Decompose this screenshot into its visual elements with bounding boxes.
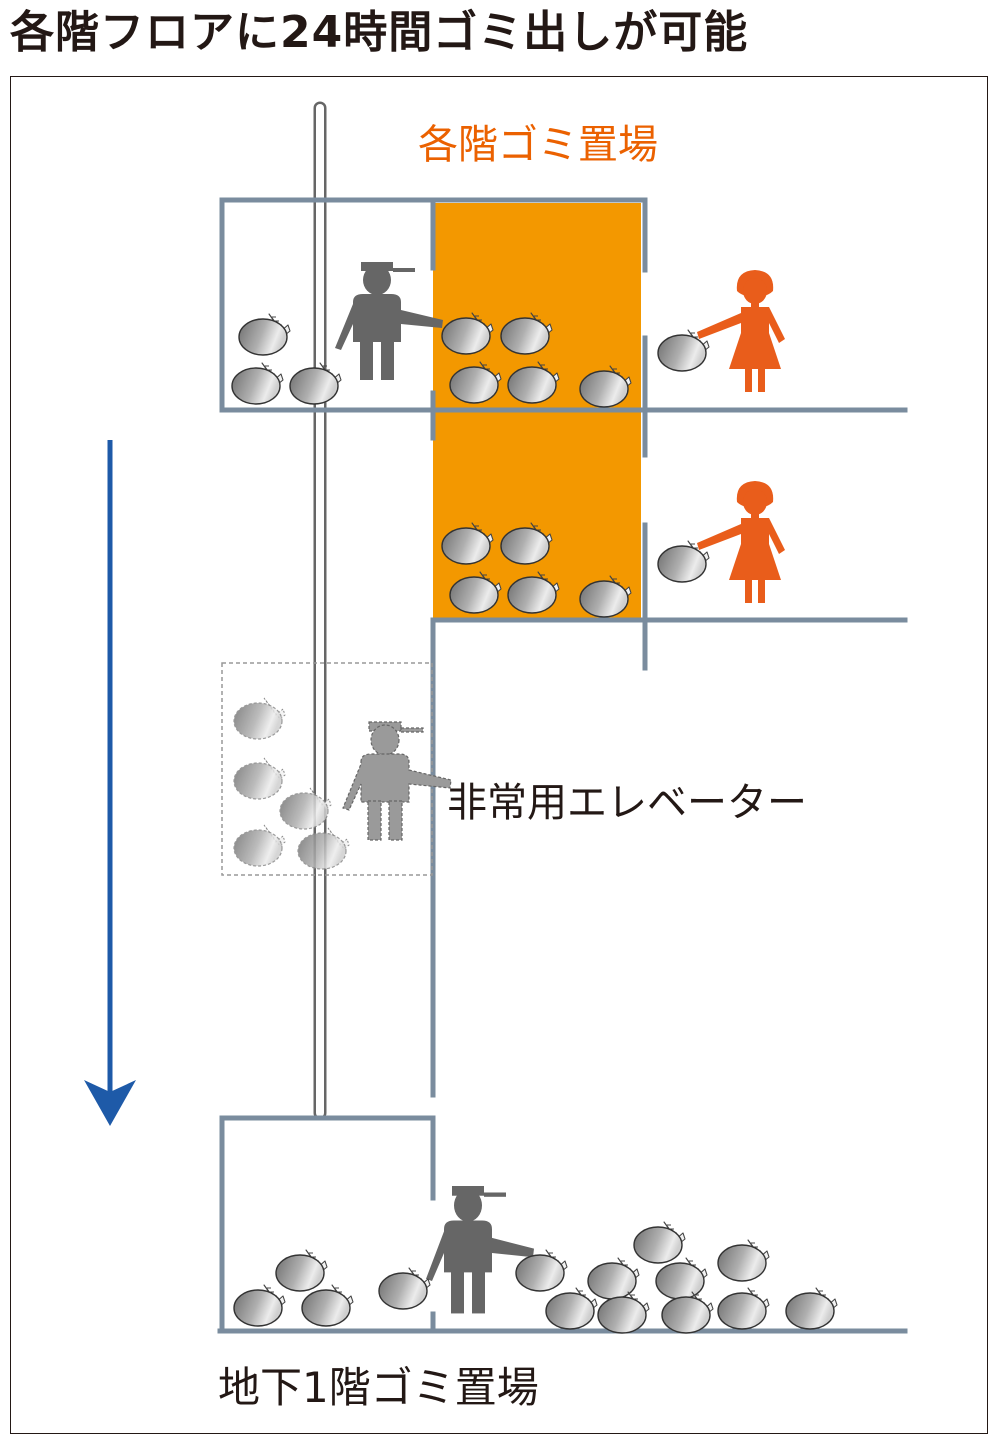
down-arrow-icon (84, 440, 136, 1126)
basement-walls (217, 1115, 908, 1334)
resident-figure-icon (697, 270, 785, 392)
elevator-label: 非常用エレベーター (447, 780, 807, 826)
page-title: 各階フロアに24時間ゴミ出しが可能 (10, 7, 749, 58)
resident-figure-icon (697, 481, 785, 603)
garbage-bag-icon (233, 1221, 838, 1334)
diagram-frame (10, 76, 988, 1434)
building-walls (219, 197, 908, 1098)
worker-figure-icon (335, 262, 443, 380)
elevator-car (221, 662, 433, 876)
basement-storage-label: 地下1階ゴミ置場 (218, 1363, 539, 1412)
floor-storage-label: 各階ゴミ置場 (418, 122, 658, 168)
worker-figure-icon (426, 1186, 534, 1314)
garbage-bag-icon (233, 697, 350, 870)
